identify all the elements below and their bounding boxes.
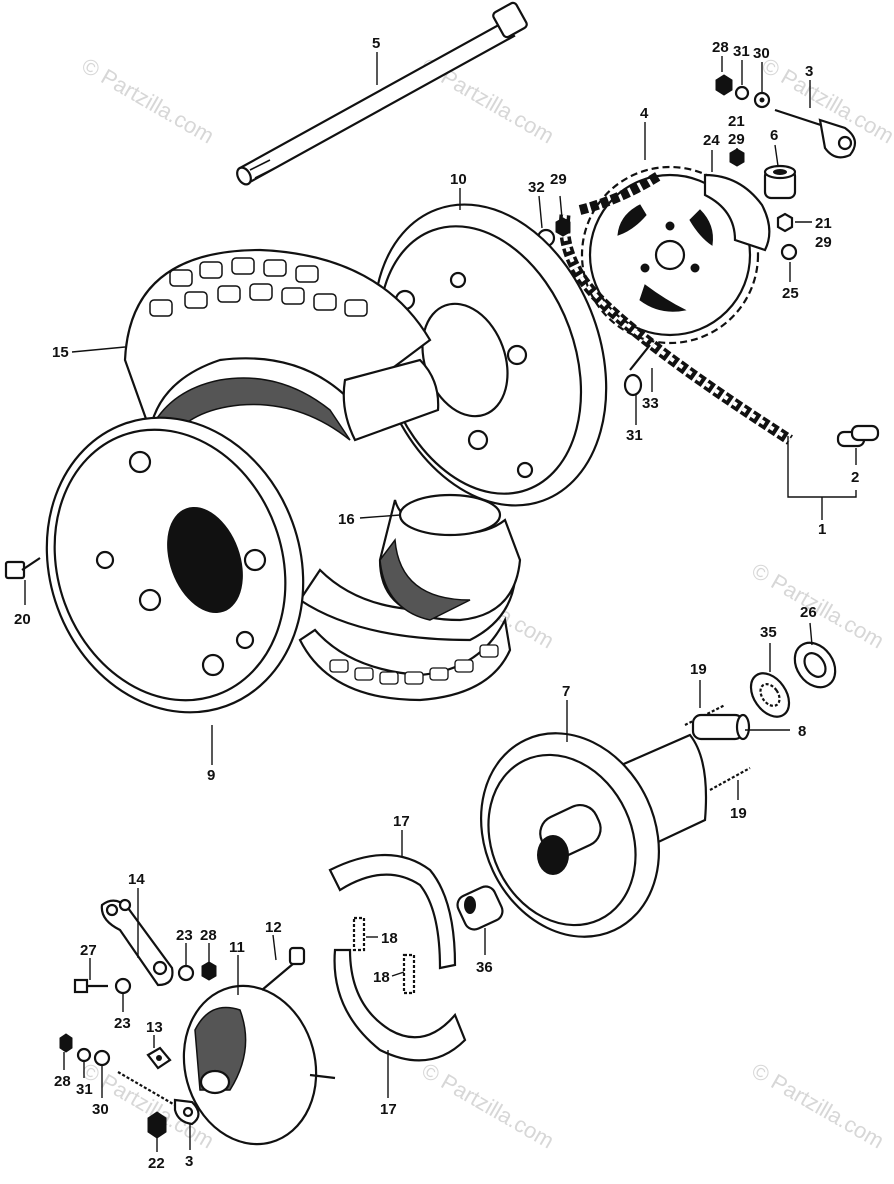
callout-1: 1 bbox=[818, 521, 826, 538]
callout-5: 5 bbox=[372, 35, 380, 52]
callout-25: 25 bbox=[782, 285, 799, 302]
callout-35: 35 bbox=[760, 624, 777, 641]
rim-half-part-10 bbox=[372, 203, 608, 507]
callout-11: 11 bbox=[229, 939, 245, 956]
stud-part-19-lower bbox=[709, 767, 751, 791]
callout-20: 20 bbox=[14, 611, 31, 628]
nut-part-29 bbox=[555, 217, 571, 237]
callout-9: 9 bbox=[207, 767, 215, 784]
nut-part-28-lower bbox=[59, 1033, 73, 1053]
brake-panel-part-11 bbox=[182, 984, 336, 1146]
callout-31-top: 31 bbox=[733, 43, 750, 60]
spring-part-18-lower bbox=[402, 953, 416, 995]
sprocket-part-4 bbox=[580, 165, 760, 345]
brake-arm-part-14 bbox=[100, 898, 174, 987]
callout-17-top: 17 bbox=[393, 813, 410, 830]
callout-29-mid: 29 bbox=[550, 171, 567, 188]
callout-36: 36 bbox=[476, 959, 493, 976]
callout-30-lower: 30 bbox=[92, 1101, 109, 1118]
leader-lines bbox=[24, 52, 857, 1152]
washer-part-23-top bbox=[177, 964, 195, 982]
callout-29-top: 29 bbox=[728, 131, 745, 148]
callout-33: 33 bbox=[642, 395, 659, 412]
indicator-part-13 bbox=[146, 1046, 172, 1070]
callout-labels: 5 28 31 30 3 4 21 29 24 6 10 32 29 21 29… bbox=[14, 35, 859, 1172]
callout-19-bottom: 19 bbox=[730, 805, 747, 822]
watermark-9: © Partzilla.com bbox=[748, 1058, 889, 1154]
drive-chain bbox=[558, 170, 793, 445]
nut-part-21-top bbox=[729, 148, 745, 167]
washer-part-31-lower bbox=[76, 1047, 92, 1063]
bolt-part-20 bbox=[4, 557, 41, 580]
callout-31-mid: 31 bbox=[626, 427, 643, 444]
callout-15: 15 bbox=[52, 344, 69, 361]
washer-part-31-mid bbox=[623, 373, 643, 397]
washer-part-23-bottom bbox=[114, 977, 132, 995]
callout-3-top: 3 bbox=[805, 63, 813, 80]
callout-28-lower: 28 bbox=[54, 1073, 71, 1090]
callout-28-mid: 28 bbox=[200, 927, 217, 944]
callout-3-bottom: 3 bbox=[185, 1153, 193, 1170]
callout-22: 22 bbox=[148, 1155, 165, 1172]
brake-shoe-part-17-upper bbox=[328, 854, 457, 970]
callout-16: 16 bbox=[338, 511, 355, 528]
callout-28-top: 28 bbox=[712, 39, 729, 56]
washer-part-25 bbox=[780, 243, 798, 261]
callout-32: 32 bbox=[528, 179, 545, 196]
callout-4: 4 bbox=[640, 105, 649, 122]
chain-joint-part-2 bbox=[836, 424, 880, 448]
brake-cam-part-12 bbox=[261, 946, 306, 991]
stud-part-33 bbox=[629, 344, 651, 371]
bolt-part-27 bbox=[73, 978, 108, 994]
chain-adjuster-part-3-bottom bbox=[117, 1071, 200, 1126]
callout-18-top: 18 bbox=[381, 930, 398, 947]
collar-part-6 bbox=[763, 164, 797, 200]
callout-23-top: 23 bbox=[176, 927, 193, 944]
dust-seal-part-26 bbox=[793, 641, 837, 689]
callout-21-top: 21 bbox=[728, 113, 745, 130]
callout-10: 10 bbox=[450, 171, 467, 188]
callout-14: 14 bbox=[128, 871, 145, 888]
callout-30-top: 30 bbox=[753, 45, 770, 62]
callout-21-right: 21 bbox=[815, 215, 832, 232]
callout-7: 7 bbox=[562, 683, 570, 700]
rim-half-part-9 bbox=[45, 416, 305, 714]
spacer-part-36 bbox=[456, 885, 504, 931]
callout-8: 8 bbox=[798, 723, 806, 740]
watermark-8: © Partzilla.com bbox=[418, 1058, 559, 1154]
watermark-1: © Partzilla.com bbox=[78, 53, 219, 149]
callout-26: 26 bbox=[800, 604, 817, 621]
callout-23-bottom: 23 bbox=[114, 1015, 131, 1032]
axle-part-5 bbox=[236, 1, 528, 186]
tube-part-16 bbox=[378, 493, 522, 622]
callout-17-bottom: 17 bbox=[380, 1101, 397, 1118]
brake-drum-part-7 bbox=[479, 732, 708, 938]
callout-18-bottom: 18 bbox=[373, 969, 390, 986]
spring-part-18-upper bbox=[352, 916, 366, 952]
callout-27: 27 bbox=[80, 942, 97, 959]
callout-13: 13 bbox=[146, 1019, 163, 1036]
spacer-part-8 bbox=[691, 713, 751, 741]
brake-shoe-part-17-lower bbox=[333, 948, 467, 1062]
callout-29-right: 29 bbox=[815, 234, 832, 251]
callout-2: 2 bbox=[851, 469, 859, 486]
tire-part-15 bbox=[123, 248, 517, 702]
sprocket-flange-part-24 bbox=[703, 173, 771, 252]
callout-19-top: 19 bbox=[690, 661, 707, 678]
nut-washer-set-top bbox=[715, 74, 771, 109]
callout-24: 24 bbox=[703, 132, 720, 149]
washer-part-30-lower bbox=[93, 1049, 111, 1067]
nut-part-22 bbox=[147, 1111, 167, 1139]
callout-6: 6 bbox=[770, 127, 778, 144]
chain-adjuster-part-3-top bbox=[774, 108, 857, 159]
nut-part-21-right bbox=[776, 212, 794, 233]
nut-part-28-mid bbox=[201, 961, 217, 981]
callout-12: 12 bbox=[265, 919, 282, 936]
callout-31-lower: 31 bbox=[76, 1081, 93, 1098]
bearing-part-35 bbox=[749, 672, 791, 718]
